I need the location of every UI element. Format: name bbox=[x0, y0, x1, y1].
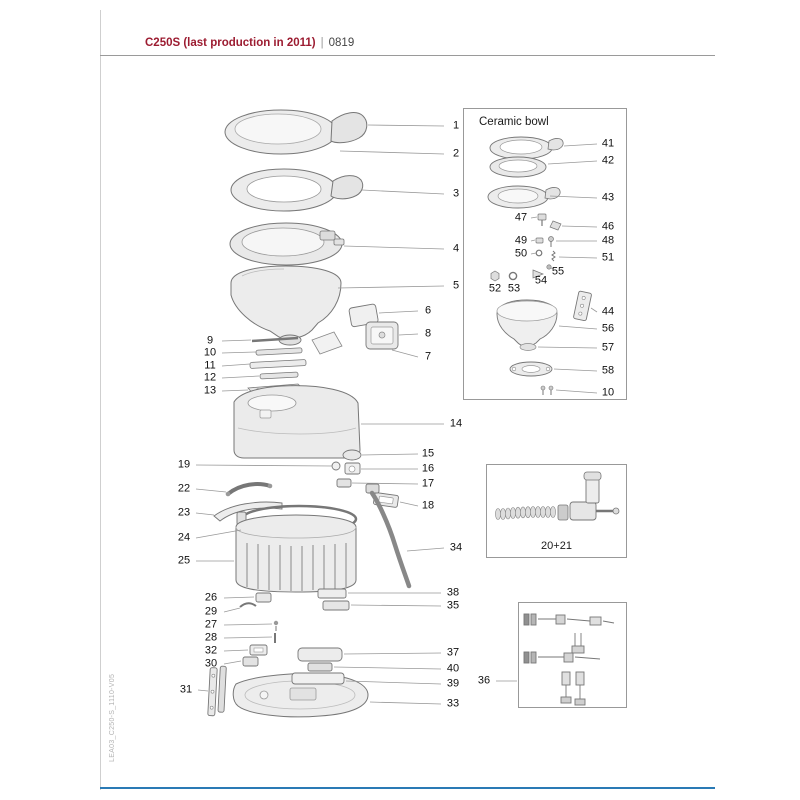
callout-34: 34 bbox=[449, 541, 463, 554]
callout-6: 6 bbox=[424, 304, 432, 317]
callout-44: 44 bbox=[601, 305, 615, 318]
part-seat-ring bbox=[230, 168, 364, 212]
callout-53: 53 bbox=[507, 282, 521, 295]
callout-37: 37 bbox=[446, 646, 460, 659]
ceramic-bowl-box-label: Ceramic bowl bbox=[479, 116, 549, 128]
part-lid bbox=[224, 109, 368, 155]
callout-1: 1 bbox=[452, 119, 460, 132]
callout-22: 22 bbox=[177, 482, 191, 495]
hose-pump-box-label: 20+21 bbox=[541, 540, 572, 552]
header-rule bbox=[100, 55, 715, 56]
callout-46: 46 bbox=[601, 220, 615, 233]
callout-15: 15 bbox=[421, 447, 435, 460]
part-housing bbox=[233, 385, 361, 459]
callout-32: 32 bbox=[204, 644, 218, 657]
cables-box bbox=[518, 602, 627, 708]
callout-41: 41 bbox=[601, 137, 615, 150]
part-bowl-top bbox=[229, 222, 345, 266]
callout-4: 4 bbox=[452, 242, 460, 255]
left-margin-line bbox=[100, 10, 101, 790]
callout-43: 43 bbox=[601, 191, 615, 204]
callout-57: 57 bbox=[601, 341, 615, 354]
callout-39: 39 bbox=[446, 677, 460, 690]
callout-9: 9 bbox=[206, 334, 214, 347]
hose-pump-parts bbox=[495, 471, 620, 521]
callout-18: 18 bbox=[421, 499, 435, 512]
callout-25: 25 bbox=[177, 554, 191, 567]
callout-26: 26 bbox=[204, 591, 218, 604]
part-frame bbox=[213, 501, 283, 522]
document-code: LEA03_C250-S_1110-V05 bbox=[109, 673, 116, 762]
callout-29: 29 bbox=[204, 605, 218, 618]
part-tray-panels bbox=[291, 647, 345, 685]
model-title: C250S (last production in 2011) bbox=[145, 37, 316, 49]
part-lip-seal bbox=[225, 482, 273, 497]
callout-38: 38 bbox=[446, 586, 460, 599]
part-flush-mechanism bbox=[331, 449, 362, 488]
callout-23: 23 bbox=[177, 506, 191, 519]
catalog-code: 0819 bbox=[328, 37, 355, 49]
leader-lines bbox=[195, 124, 598, 705]
part-small-fasteners bbox=[239, 592, 279, 667]
hose-pump-box: 20+21 bbox=[486, 464, 627, 558]
callout-40: 40 bbox=[446, 662, 460, 675]
callout-13: 13 bbox=[203, 384, 217, 397]
callout-58: 58 bbox=[601, 364, 615, 377]
callout-24: 24 bbox=[177, 531, 191, 544]
callout-3: 3 bbox=[452, 187, 460, 200]
part-vent-tube bbox=[365, 483, 412, 589]
callout-7: 7 bbox=[424, 350, 432, 363]
callout-49: 49 bbox=[514, 234, 528, 247]
callout-10: 10 bbox=[601, 386, 615, 399]
part-cassette-tank bbox=[235, 514, 357, 593]
page-header: C250S (last production in 2011) | 0819 bbox=[145, 37, 354, 49]
part-mid-panels bbox=[317, 588, 350, 611]
callout-35: 35 bbox=[446, 599, 460, 612]
callout-50: 50 bbox=[514, 247, 528, 260]
cable-parts bbox=[523, 613, 615, 706]
callout-36: 36 bbox=[477, 674, 491, 687]
part-control-panels bbox=[311, 303, 399, 355]
ceramic-bowl-parts bbox=[487, 136, 592, 395]
callout-47: 47 bbox=[514, 211, 528, 224]
callout-19: 19 bbox=[177, 458, 191, 471]
callout-51: 51 bbox=[601, 251, 615, 264]
callout-17: 17 bbox=[421, 477, 435, 490]
part-wall-bracket bbox=[207, 665, 227, 717]
callout-5: 5 bbox=[452, 279, 460, 292]
callout-16: 16 bbox=[421, 462, 435, 475]
callout-27: 27 bbox=[204, 618, 218, 631]
callout-28: 28 bbox=[204, 631, 218, 644]
callout-42: 42 bbox=[601, 154, 615, 167]
ceramic-bowl-box: Ceramic bowl bbox=[463, 108, 627, 400]
callout-31: 31 bbox=[179, 683, 193, 696]
callout-8: 8 bbox=[424, 327, 432, 340]
callout-30: 30 bbox=[204, 657, 218, 670]
callout-10: 10 bbox=[203, 346, 217, 359]
callout-52: 52 bbox=[488, 282, 502, 295]
callout-11: 11 bbox=[204, 359, 216, 372]
callout-33: 33 bbox=[446, 697, 460, 710]
header-separator: | bbox=[320, 37, 324, 49]
footer-rule bbox=[100, 787, 715, 789]
callout-2: 2 bbox=[452, 147, 460, 160]
callout-54: 54 bbox=[534, 274, 548, 287]
callout-55: 55 bbox=[551, 265, 565, 278]
callout-48: 48 bbox=[601, 234, 615, 247]
callout-12: 12 bbox=[203, 371, 217, 384]
callout-14: 14 bbox=[449, 417, 463, 430]
callout-56: 56 bbox=[601, 322, 615, 335]
